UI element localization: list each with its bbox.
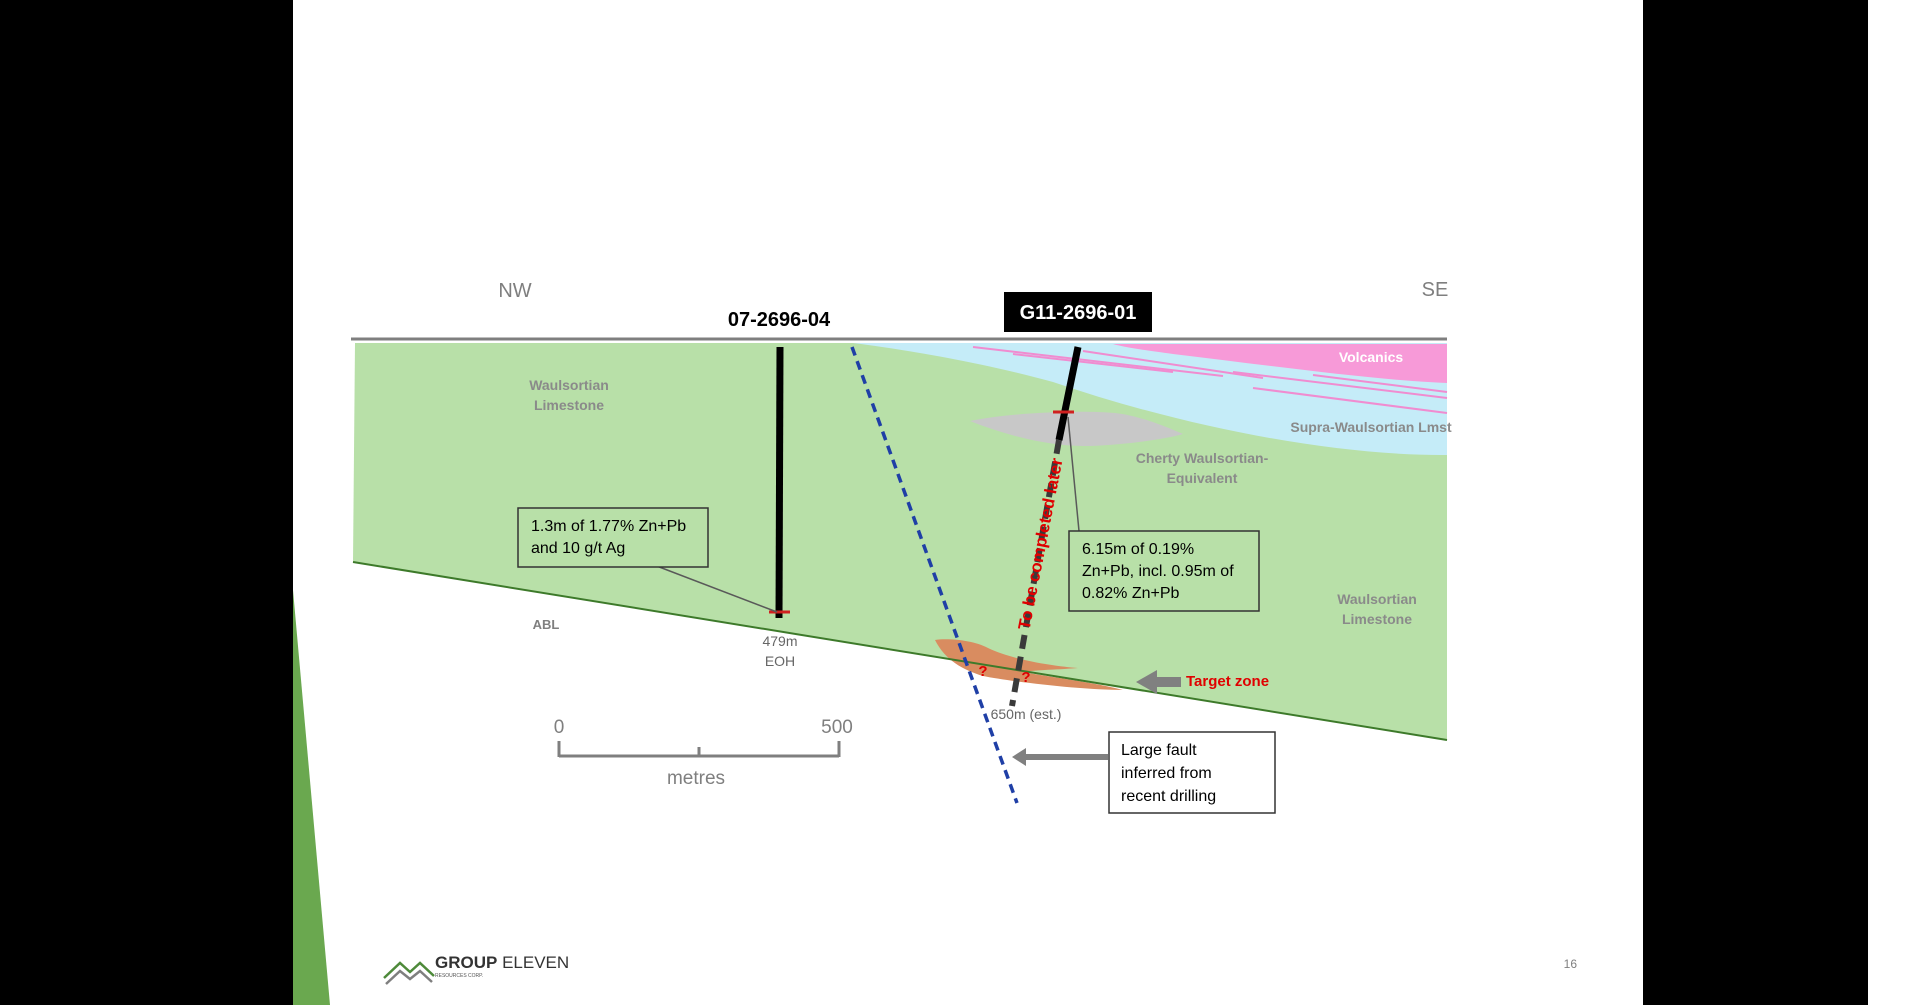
drill-hole-g11-2696-01-planned xyxy=(1009,439,1062,707)
target-zone-lens xyxy=(935,639,1123,690)
abl-contact-line xyxy=(352,561,1448,741)
letterbox-right-outer xyxy=(1868,0,1920,1005)
scale-unit-label: metres xyxy=(667,768,725,789)
cherty-lens xyxy=(970,411,1183,446)
label-volcanics: Volcanics xyxy=(1339,349,1404,365)
logo-tagline: RESOURCES CORP. xyxy=(435,973,483,979)
callout-a-leader xyxy=(640,559,778,613)
fault-callout-line2: inferred from xyxy=(1121,765,1212,782)
letterbox-right xyxy=(1643,0,1868,1005)
question-mark-1: ? xyxy=(978,663,987,680)
label-abl: ABL xyxy=(533,617,560,632)
hole-a-eoh: EOH xyxy=(765,653,795,669)
callout-hole-a-line1: 1.3m of 1.77% Zn+Pb xyxy=(531,518,686,535)
hole-b-title: G11-2696-01 xyxy=(1020,302,1137,324)
supra-waulsortian-layer xyxy=(853,343,1447,456)
group-eleven-logo: GROUP ELEVEN RESOURCES CORP. xyxy=(383,953,569,985)
target-zone-label: Target zone xyxy=(1186,673,1269,690)
scale-end-label: 500 xyxy=(821,717,853,738)
label-waulsortian-right-1: Waulsortian xyxy=(1337,591,1417,607)
logo-name-rest: ELEVEN xyxy=(497,953,569,972)
letterbox-left-inner xyxy=(68,0,293,1005)
callout-hole-a-line2: and 10 g/t Ag xyxy=(531,540,625,557)
cross-section-diagram: NW SE xyxy=(293,279,1578,1005)
page-number: 16 xyxy=(1564,957,1578,971)
scale-start-label: 0 xyxy=(554,717,565,738)
drill-hole-07-2696-04 xyxy=(775,346,784,619)
volcanic-interbeds xyxy=(972,346,1448,414)
fault-callout-arrow xyxy=(1012,748,1108,766)
label-waulsortian-left-1: Waulsortian xyxy=(529,377,609,393)
label-waulsortian-right-2: Limestone xyxy=(1342,611,1412,627)
drill-hole-g11-2696-01-completed xyxy=(1055,346,1082,441)
hole-b-title-box xyxy=(1004,292,1152,332)
scale-bar xyxy=(557,741,841,758)
question-mark-2: ? xyxy=(1021,669,1030,686)
direction-se: SE xyxy=(1422,279,1449,301)
waulsortian-limestone-body xyxy=(353,343,1447,740)
label-supra-waulsortian: Supra-Waulsortian Lmst xyxy=(1290,419,1452,435)
logo-name-bold: GROUP xyxy=(435,953,497,972)
callout-hole-b-line3: 0.82% Zn+Pb xyxy=(1082,585,1180,602)
callout-hole-b-line1: 6.15m of 0.19% xyxy=(1082,541,1194,558)
hole-a-depth: 479m xyxy=(762,633,797,649)
callout-hole-b-box xyxy=(1068,530,1260,612)
mountain-logo-icon xyxy=(383,961,435,985)
label-waulsortian-left-2: Limestone xyxy=(534,397,604,413)
volcanics-layer xyxy=(1113,344,1447,383)
callout-hole-a-box xyxy=(517,507,709,568)
fault-callout-line3: recent drilling xyxy=(1121,788,1216,805)
direction-nw: NW xyxy=(498,280,531,302)
callout-b-leader xyxy=(1067,416,1080,532)
label-cherty-1: Cherty Waulsortian- xyxy=(1136,450,1269,466)
callout-hole-b-line2: Zn+Pb, incl. 0.95m of xyxy=(1082,563,1234,580)
slide-accent-band xyxy=(293,590,330,1005)
inferred-fault-line xyxy=(850,346,1019,804)
letterbox-left xyxy=(0,0,68,1005)
label-cherty-2: Equivalent xyxy=(1167,470,1238,486)
hole-a-title: 07-2696-04 xyxy=(728,309,831,331)
fault-callout-line1: Large fault xyxy=(1121,742,1197,759)
fault-callout-box xyxy=(1108,731,1276,814)
svg-text:GROUP ELEVEN: GROUP ELEVEN xyxy=(435,953,569,972)
hole-b-depth: 650m (est.) xyxy=(991,706,1062,722)
presentation-slide: NW SE xyxy=(293,0,1643,1005)
target-zone-arrow xyxy=(1136,670,1181,694)
